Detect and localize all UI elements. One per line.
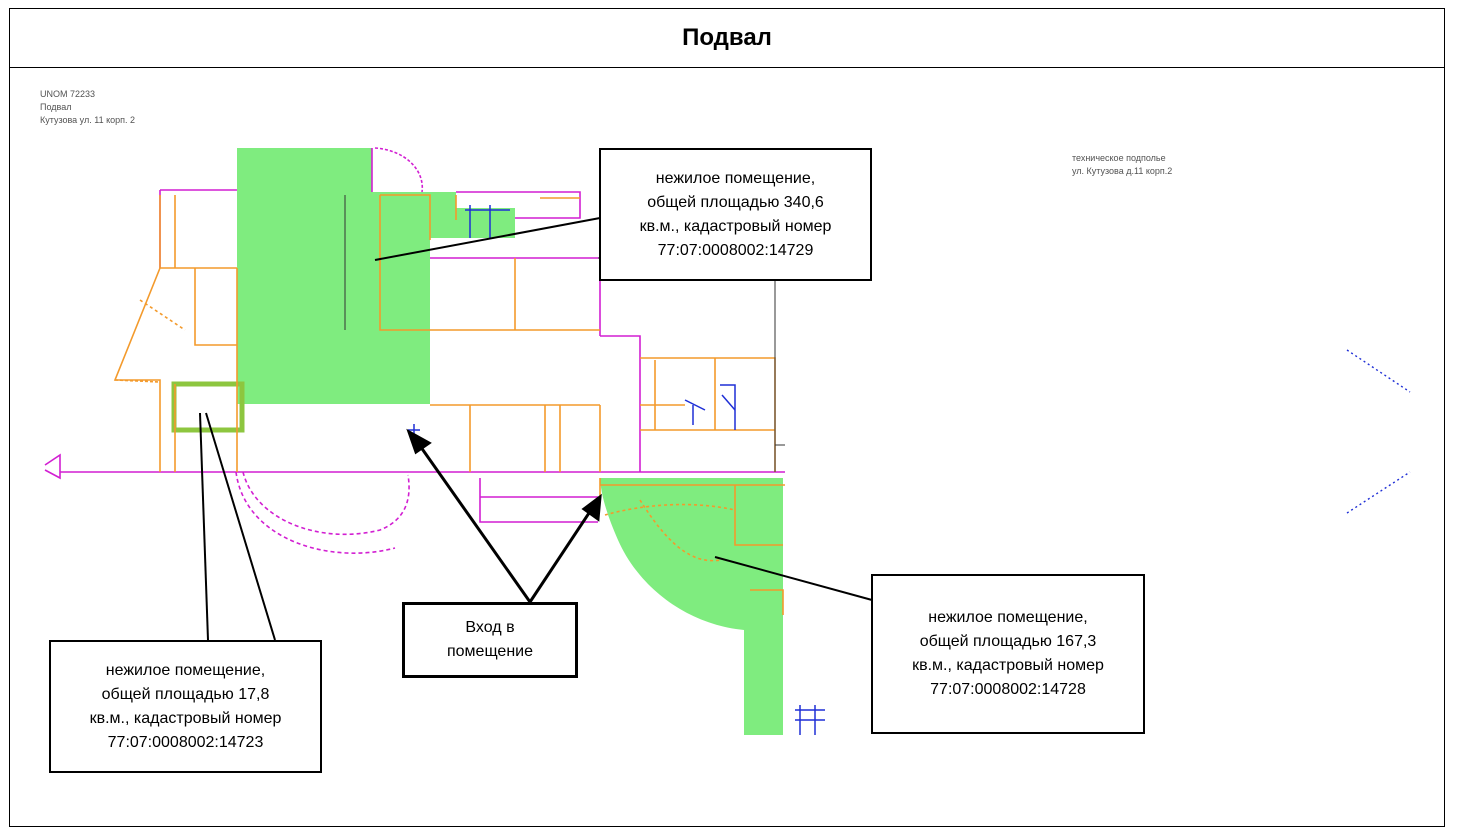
premise-167-area [600, 478, 783, 735]
callout-line: 77:07:0008002:14729 [657, 241, 814, 259]
stamp-line: Подвал [40, 102, 72, 112]
callout-line: Вход в [465, 619, 515, 636]
stair-symbols [408, 205, 825, 735]
leader-lines [199, 217, 873, 641]
leader-left-17-a [199, 412, 209, 641]
stamp-line: UNOM 72233 [40, 89, 96, 99]
address-line: ул. Кутузова д.11 корп.2 [1072, 166, 1173, 176]
highlighted-premises [237, 148, 783, 735]
page-title: Подвал [682, 23, 772, 51]
arrow-head-left [406, 428, 432, 455]
callout-premise-167: нежилое помещение, общей площадью 167,3 … [871, 574, 1145, 734]
entrance-arrows [406, 428, 602, 603]
callout-line: нежилое помещение, [105, 661, 266, 679]
callout-line: кв.м., кадастровый номер [89, 709, 282, 727]
callout-line: общей площадью 340,6 [647, 193, 824, 211]
leader-top-340 [374, 217, 601, 261]
callout-line: кв.м., кадастровый номер [912, 657, 1104, 674]
stamp-line: Кутузова ул. 11 корп. 2 [40, 115, 136, 125]
leader-right-167 [714, 556, 873, 601]
callout-line: 77:07:0008002:14728 [930, 681, 1086, 698]
callout-premise-17: нежилое помещение, общей площадью 17,8 к… [49, 640, 322, 773]
callout-line: нежилое помещение, [655, 169, 816, 187]
callout-line: общей площадью 167,3 [919, 633, 1097, 650]
callout-entrance: Вход в помещение [402, 602, 578, 678]
leader-left-17-b [205, 412, 276, 641]
premise-17-outline [171, 381, 245, 433]
drawing-frame [9, 8, 1445, 827]
address-line: техническое подполье [1072, 153, 1166, 163]
premise-340-area [237, 148, 515, 404]
dotted-lines [1346, 349, 1411, 514]
address-label: техническое подполье ул. Кутузова д.11 к… [1072, 152, 1172, 178]
arrow-head-right [581, 493, 602, 522]
callout-line: 77:07:0008002:14723 [107, 733, 264, 751]
callout-line: общей площадью 17,8 [101, 685, 270, 703]
callout-line: помещение [446, 643, 533, 660]
callout-line: нежилое помещение, [928, 609, 1088, 626]
title-bar: Подвал [9, 8, 1445, 68]
interior-walls [113, 194, 785, 615]
callout-premise-340: нежилое помещение, общей площадью 340,6 … [599, 148, 872, 281]
callout-line: кв.м., кадастровый номер [639, 217, 832, 235]
plan-stamp: UNOM 72233 Подвал Кутузова ул. 11 корп. … [40, 88, 135, 127]
